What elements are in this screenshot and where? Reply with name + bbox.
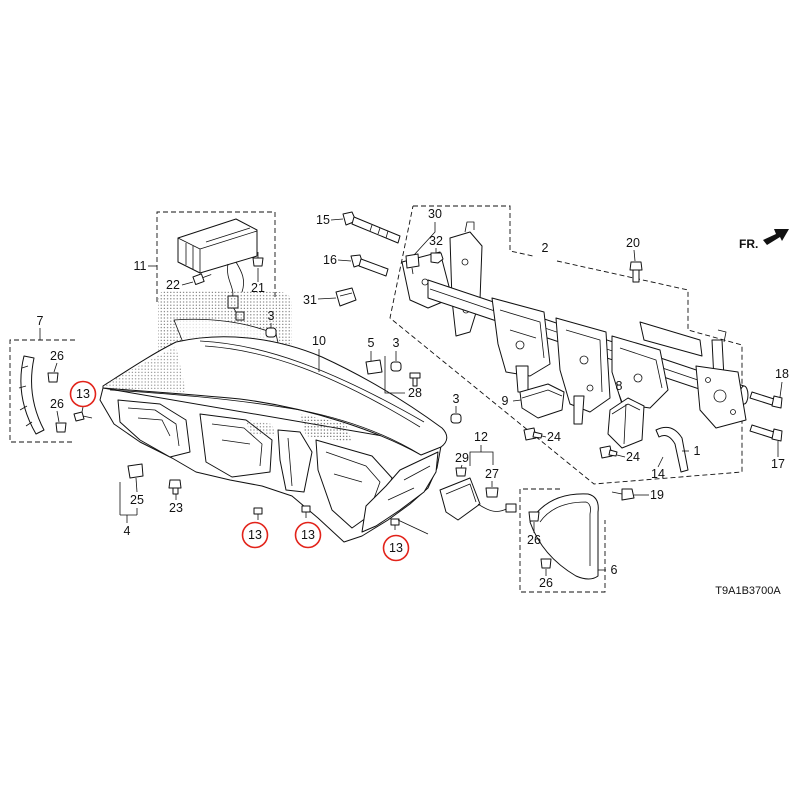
nut-22 [192, 273, 212, 285]
callout-26: 26 [527, 533, 541, 547]
callout-20: 20 [626, 236, 640, 250]
bolt-24-b [599, 445, 618, 459]
callout-27: 27 [485, 467, 499, 481]
screw-28 [409, 372, 421, 387]
callout-11: 11 [134, 259, 147, 273]
screw-13-a [73, 411, 93, 422]
callout-5: 5 [368, 336, 375, 350]
callout-18: 18 [775, 367, 789, 381]
callout-26: 26 [50, 349, 64, 363]
spacer-3-c [450, 413, 462, 424]
callout-3: 3 [453, 392, 460, 406]
callout-22: 22 [166, 278, 180, 292]
callout-32: 32 [429, 234, 443, 248]
instrument-panel [99, 336, 448, 543]
leader-lines [39, 218, 783, 576]
callout-17: 17 [771, 457, 785, 471]
callout-29: 29 [455, 451, 469, 465]
highlight-ring [382, 534, 410, 562]
callout-9: 9 [502, 394, 509, 408]
nut-32 [430, 252, 444, 264]
bolt-16 [350, 254, 389, 277]
bolt-20 [629, 261, 643, 283]
side-cover-right-group-outline [519, 488, 606, 593]
clip-21 [252, 252, 264, 267]
clip-27 [485, 487, 499, 498]
clip-31 [335, 287, 357, 307]
bolt-17 [749, 424, 783, 442]
callout-12: 12 [474, 430, 488, 444]
callout-28: 28 [408, 386, 422, 400]
side-cover-right-6 [529, 493, 599, 580]
callout-14: 14 [651, 467, 665, 481]
hanger-beam-group-outline [389, 205, 743, 485]
airbag-group-outline [156, 211, 276, 302]
callout-23: 23 [169, 501, 183, 515]
screw-13-d [390, 518, 429, 535]
bolt-15 [342, 211, 401, 244]
highlight-ring [69, 380, 97, 408]
callout-19: 19 [650, 488, 664, 502]
callout-16: 16 [323, 253, 337, 267]
spacer-3-b [390, 361, 402, 372]
callout-21: 21 [251, 281, 265, 295]
front-label: FR. [739, 237, 758, 251]
screw-13-c [301, 505, 311, 518]
callout-30: 30 [428, 207, 442, 221]
callout-26: 26 [539, 576, 553, 590]
clip-26-a [47, 372, 59, 383]
block-arrow-icon [763, 229, 789, 245]
side-cover-left-group-outline [9, 339, 75, 443]
callout-15: 15 [316, 213, 330, 227]
callout-labels: 15 30 32 2 20 11 22 21 16 31 3 7 10 5 3 … [37, 207, 789, 590]
highlight-ring [294, 521, 322, 549]
callout-7: 7 [37, 314, 44, 328]
bolt-19 [611, 488, 635, 501]
callout-26: 26 [50, 397, 64, 411]
steering-hanger-beam [401, 221, 749, 429]
callout-6: 6 [611, 563, 618, 577]
bracket-5 [365, 359, 383, 375]
control-unit-12 [439, 477, 517, 521]
bracket-9 [519, 383, 565, 419]
clip-26-d [540, 558, 552, 569]
bracket-8 [607, 397, 645, 449]
callout-2: 2 [542, 241, 549, 255]
callout-13-highlighted: 13 [76, 387, 90, 401]
callout-3: 3 [268, 309, 275, 323]
spacer-3-a [265, 327, 277, 338]
front-direction-marker: FR. [739, 229, 789, 251]
callout-13-highlighted: 13 [301, 528, 315, 542]
bolt-23 [168, 479, 182, 495]
callout-24: 24 [626, 450, 640, 464]
clip-26-c [528, 511, 540, 522]
callout-10: 10 [312, 334, 326, 348]
callout-1: 1 [694, 444, 701, 458]
callout-25: 25 [130, 493, 144, 507]
bolt-18 [749, 391, 783, 409]
callout-13-highlighted: 13 [389, 541, 403, 555]
clip-25 [127, 463, 144, 479]
clip-26-b [55, 422, 67, 433]
callout-13-highlighted: 13 [248, 528, 262, 542]
bolt-24-a [523, 427, 543, 441]
callout-3: 3 [393, 336, 400, 350]
highlight-rings [69, 380, 410, 562]
group-outlines [9, 205, 743, 593]
callout-4: 4 [124, 524, 131, 538]
bracket-1 [655, 426, 689, 473]
side-cover-left-7 [18, 355, 45, 435]
callout-24: 24 [547, 430, 561, 444]
callout-31: 31 [303, 293, 317, 307]
callout-8: 8 [616, 379, 623, 393]
diagram-code: T9A1B3700A [715, 585, 781, 597]
clip-29 [455, 467, 467, 477]
screw-13-b [253, 507, 263, 520]
highlight-ring [241, 521, 269, 549]
